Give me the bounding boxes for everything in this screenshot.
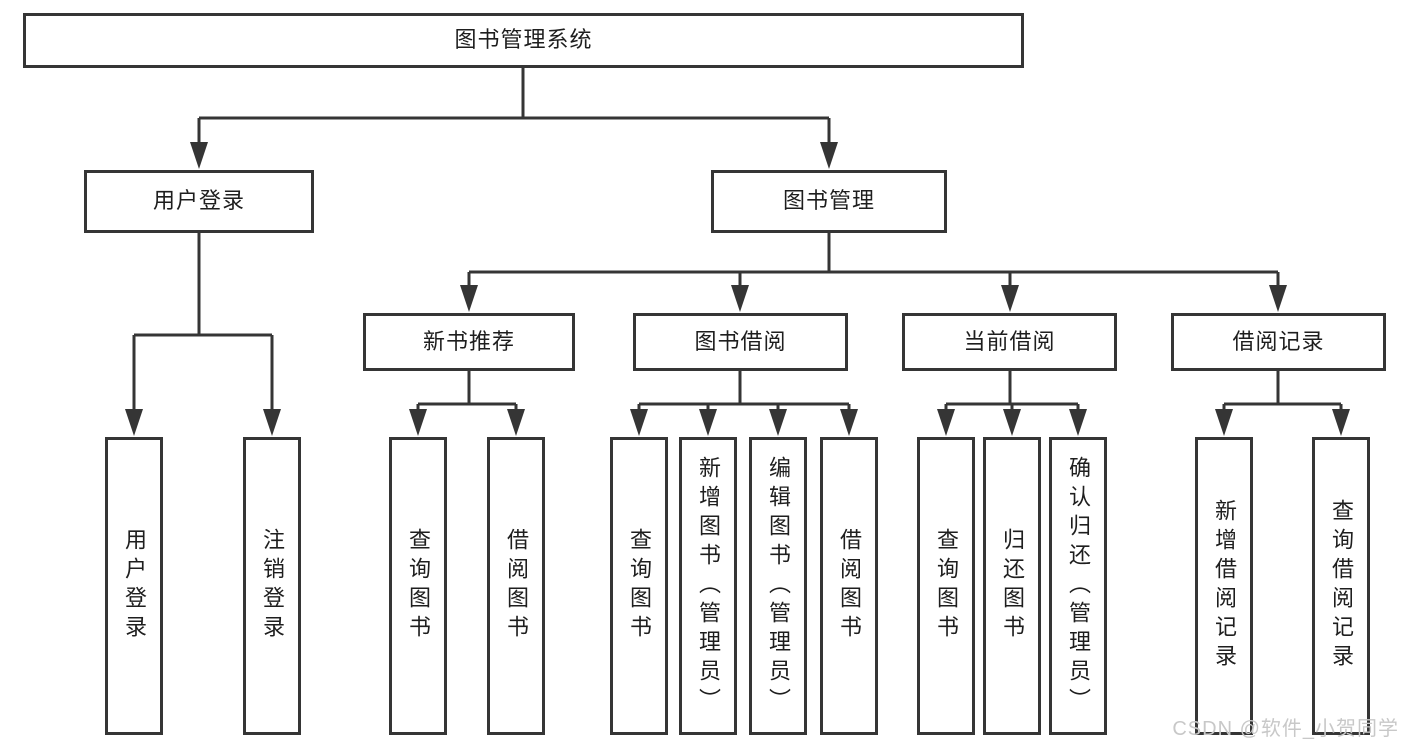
node-label: 用户登录	[152, 188, 245, 214]
node-library-management-system: 图书管理系统	[23, 13, 1024, 68]
node-label: 图书管理系统	[454, 27, 593, 53]
node-label: 注销登录	[260, 528, 285, 644]
node-logout: 注销登录	[243, 437, 301, 735]
node-label: 新增图书（管理员）	[696, 455, 721, 717]
node-label: 查询图书	[627, 528, 652, 644]
node-label: 查询借阅记录	[1329, 499, 1354, 673]
node-confirm-return-admin: 确认归还（管理员）	[1049, 437, 1107, 735]
node-edit-books-admin: 编辑图书（管理员）	[749, 437, 807, 735]
node-borrow-books-leaf: 借阅图书	[820, 437, 878, 735]
node-query-borrowing-record: 查询借阅记录	[1312, 437, 1370, 735]
node-label: 当前借阅	[963, 328, 1056, 354]
node-borrow-books-recommend: 借阅图书	[487, 437, 545, 735]
node-label: 借阅图书	[837, 528, 862, 644]
node-label: 查询图书	[934, 528, 959, 644]
node-query-books-recommend: 查询图书	[389, 437, 447, 735]
node-new-book-recommendation: 新书推荐	[363, 313, 575, 371]
node-user-login-leaf: 用户登录	[105, 437, 163, 735]
node-add-books-admin: 新增图书（管理员）	[679, 437, 737, 735]
node-label: 用户登录	[122, 528, 147, 644]
node-add-borrowing-record: 新增借阅记录	[1195, 437, 1253, 735]
node-current-borrowing: 当前借阅	[902, 313, 1117, 371]
csdn-watermark: CSDN @软件_小贺同学	[1172, 718, 1399, 740]
node-label: 确认归还（管理员）	[1066, 455, 1091, 717]
node-query-books-current: 查询图书	[917, 437, 975, 735]
node-label: 编辑图书（管理员）	[766, 455, 791, 717]
node-label: 图书借阅	[694, 328, 787, 354]
node-borrowing-records: 借阅记录	[1171, 313, 1386, 371]
node-label: 图书管理	[782, 188, 875, 214]
node-label: 借阅记录	[1232, 328, 1325, 354]
node-user-login: 用户登录	[84, 170, 314, 233]
node-label: 新增借阅记录	[1212, 499, 1237, 673]
node-book-borrowing: 图书借阅	[633, 313, 848, 371]
node-book-management: 图书管理	[711, 170, 947, 233]
node-label: 借阅图书	[504, 528, 529, 644]
node-return-books: 归还图书	[983, 437, 1041, 735]
node-label: 归还图书	[1000, 528, 1025, 644]
node-query-books-borrowing: 查询图书	[610, 437, 668, 735]
node-label: 查询图书	[406, 528, 431, 644]
node-label: 新书推荐	[422, 328, 515, 354]
